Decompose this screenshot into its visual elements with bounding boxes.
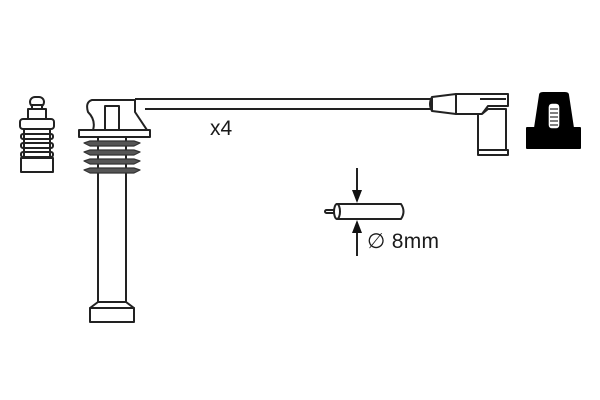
- quantity-label: x4: [210, 117, 233, 140]
- distributor-cap-end: [526, 92, 581, 149]
- coil-boot-connector: [78, 99, 151, 323]
- diameter-label: ∅ 8mm: [367, 230, 440, 253]
- cable-cross-section: [324, 168, 405, 256]
- angled-plug-connector: [431, 93, 509, 156]
- spark-plug-terminal: [19, 96, 55, 173]
- cable: [135, 96, 433, 112]
